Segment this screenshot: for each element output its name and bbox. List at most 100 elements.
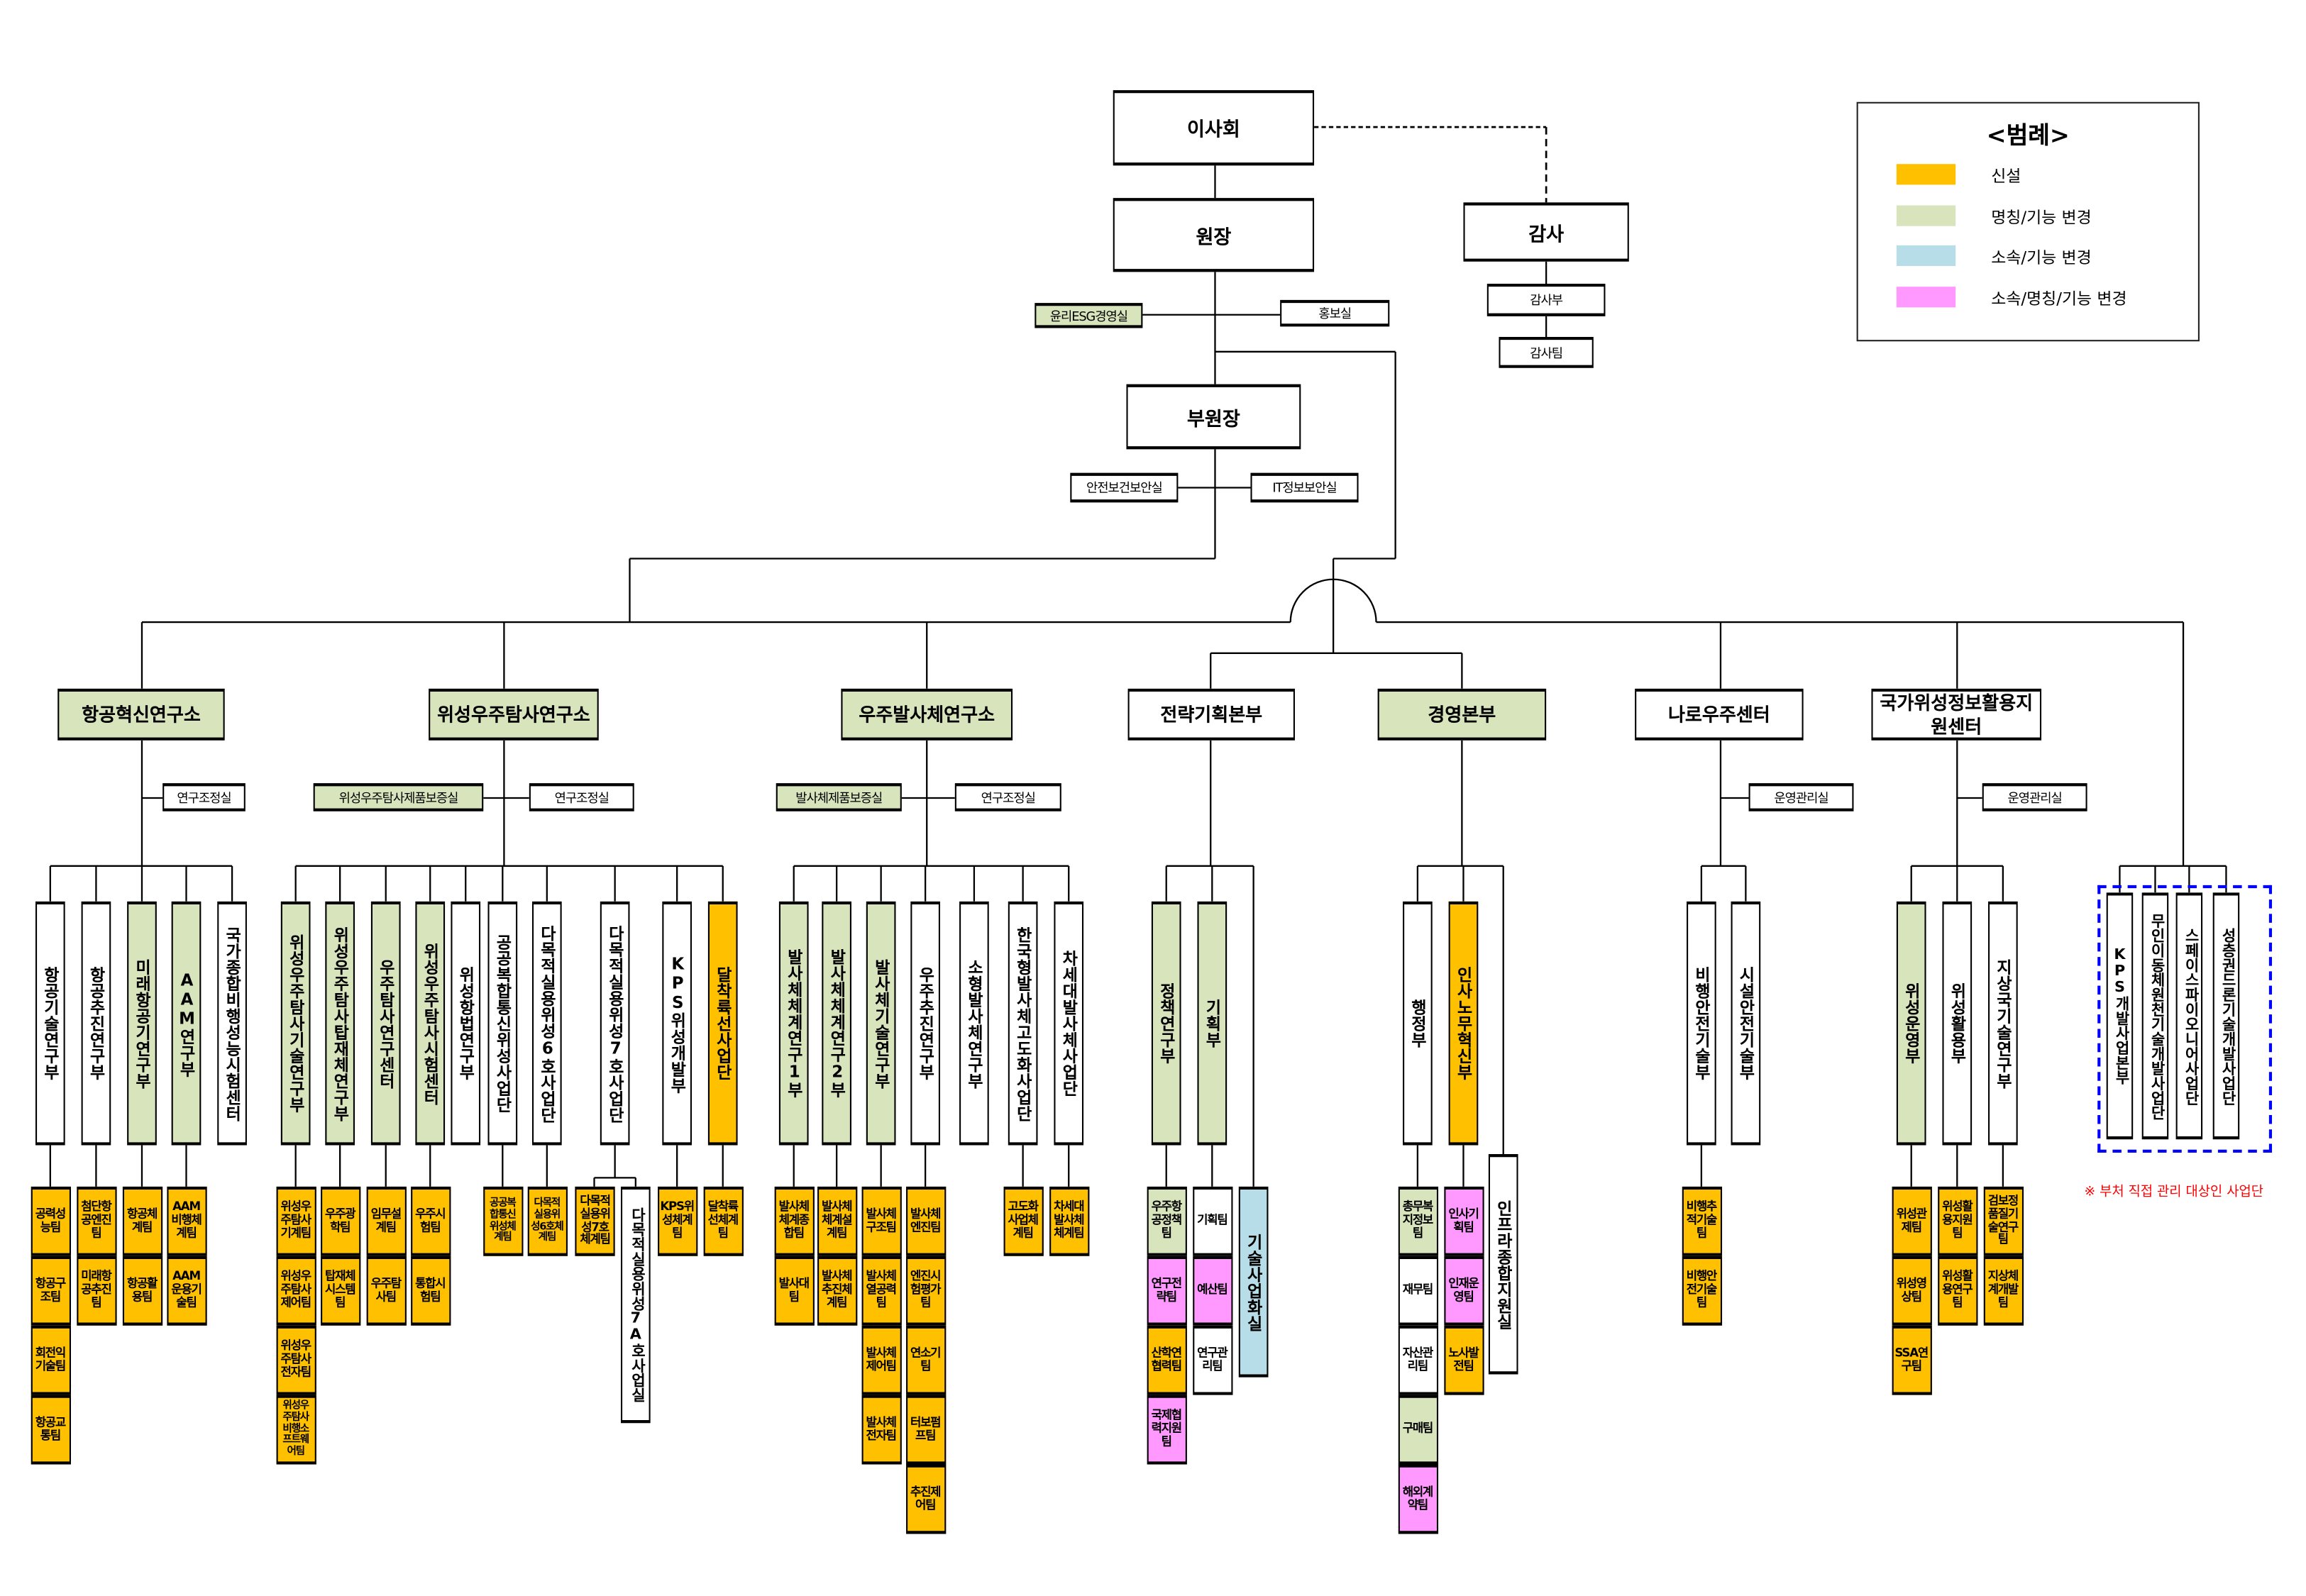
dept-box[interactable]: 정책연구부 [1151, 901, 1181, 1146]
team-box[interactable]: 임무설계팀 [365, 1186, 406, 1256]
division-box[interactable]: 우주발사체연구소 [841, 688, 1013, 741]
president-box[interactable]: 원장 [1113, 198, 1315, 272]
team-box[interactable]: 연소기팀 [905, 1325, 946, 1395]
unit-box[interactable]: 인프라종합지원실 [1488, 1154, 1518, 1375]
board-box[interactable]: 이사회 [1113, 90, 1315, 166]
staff-office-box[interactable]: 연구조정실 [529, 783, 634, 811]
team-box[interactable]: 재무팀 [1397, 1256, 1438, 1326]
team-box[interactable]: 달착륙선체계팀 [702, 1186, 743, 1256]
team-box[interactable]: 총무복지정보팀 [1397, 1186, 1438, 1256]
team-box[interactable]: AAM비행체계팀 [166, 1186, 206, 1256]
team-box[interactable]: 기획팀 [1192, 1186, 1232, 1256]
team-box[interactable]: 위성활용지원팀 [1937, 1186, 1977, 1256]
team-box[interactable]: 통합시험팀 [410, 1256, 451, 1326]
dept-box[interactable]: 다목적실용위성7호사업단 [600, 901, 630, 1146]
team-box[interactable]: 위성우주탐사기계팀 [275, 1186, 316, 1256]
dept-box[interactable]: 항공기술연구부 [35, 901, 65, 1146]
team-box[interactable]: 발사체구조팀 [861, 1186, 901, 1256]
team-box[interactable]: 항공활용팀 [121, 1256, 162, 1326]
team-box[interactable]: 자산관리팀 [1397, 1325, 1438, 1395]
staff-office-box[interactable]: 운영관리실 [1982, 783, 2087, 811]
dept-box[interactable]: 지상국기술연구부 [1988, 901, 2018, 1146]
team-box[interactable]: 발사체체계종합팀 [773, 1186, 814, 1256]
team-box[interactable]: 고도화사업체계팀 [1003, 1186, 1043, 1256]
ministry-direct-unit-box[interactable]: KPS개발사업본부 [2106, 892, 2134, 1140]
dept-box[interactable]: 인사노무혁신부 [1448, 901, 1479, 1146]
staff-office-box[interactable]: 운영관리실 [1748, 783, 1854, 811]
it-office-box[interactable]: IT정보보안실 [1250, 472, 1359, 503]
dept-box[interactable]: 공공복합통신위성사업단 [487, 901, 518, 1146]
team-box[interactable]: 연구관리팀 [1192, 1325, 1232, 1395]
team-box[interactable]: 추진제어팀 [905, 1464, 946, 1534]
team-box[interactable]: 위성활용연구팀 [1937, 1256, 1977, 1326]
team-box[interactable]: 비행추적기술팀 [1681, 1186, 1722, 1256]
ministry-direct-unit-box[interactable]: 성층권드론기술개발사업단 [2212, 892, 2240, 1140]
dept-box[interactable]: 위성운영부 [1896, 901, 1926, 1146]
team-box[interactable]: 인재운영팀 [1443, 1256, 1484, 1326]
team-box[interactable]: 차세대발사체체계팀 [1049, 1186, 1089, 1256]
team-box[interactable]: KPS위성체계팀 [657, 1186, 697, 1256]
dept-box[interactable]: 소형발사체연구부 [959, 901, 989, 1146]
division-box[interactable]: 위성우주탐사연구소 [429, 688, 599, 741]
team-box[interactable]: 우주항공정책팀 [1146, 1186, 1186, 1256]
audit-team-box[interactable]: 감사팀 [1499, 336, 1594, 368]
division-box[interactable]: 경영본부 [1377, 688, 1547, 741]
team-box[interactable]: 위성영상팀 [1891, 1256, 1931, 1326]
dept-box[interactable]: 항공추진연구부 [81, 901, 111, 1146]
team-box[interactable]: 항공체계팀 [121, 1186, 162, 1256]
team-box[interactable]: 연구전략팀 [1146, 1256, 1186, 1326]
team-box[interactable]: 다목적실용위성6호체계팀 [526, 1186, 567, 1256]
team-box[interactable]: 위성우주탐사비행소프트웨어팀 [275, 1395, 316, 1465]
dept-box[interactable]: 달착륙선사업단 [707, 901, 738, 1146]
team-box[interactable]: 발사체전자팀 [861, 1395, 901, 1465]
dept-box[interactable]: 차세대발사체사업단 [1054, 901, 1084, 1146]
team-box[interactable]: 국제협력지원팀 [1146, 1395, 1186, 1465]
sub-unit-box[interactable]: 다목적실용위성7A호사업실 [620, 1186, 651, 1424]
team-box[interactable]: 인사기획팀 [1443, 1186, 1484, 1256]
team-box[interactable]: 우주탐사팀 [365, 1256, 406, 1326]
team-box[interactable]: 탑재체시스템팀 [320, 1256, 360, 1326]
vice-president-box[interactable]: 부원장 [1126, 384, 1301, 450]
team-box[interactable]: 다목적실용위성7호체계팀 [575, 1186, 615, 1256]
dept-box[interactable]: 비행안전기술부 [1687, 901, 1716, 1146]
team-box[interactable]: 우주광학팀 [320, 1186, 360, 1256]
team-box[interactable]: 위성우주탐사제어팀 [275, 1256, 316, 1326]
team-box[interactable]: AAM운용기술팀 [166, 1256, 206, 1326]
team-box[interactable]: 우주시험팀 [410, 1186, 451, 1256]
dept-box[interactable]: 위성항법연구부 [451, 901, 481, 1146]
division-box[interactable]: 국가위성정보활용지원센터 [1871, 688, 2042, 741]
dept-box[interactable]: 위성우주탐사시험센터 [415, 901, 446, 1146]
division-box[interactable]: 항공혁신연구소 [57, 688, 225, 741]
dept-box[interactable]: 발사체기술연구부 [866, 901, 896, 1146]
ministry-direct-unit-box[interactable]: 스페이스파이오니어사업단 [2175, 892, 2203, 1140]
dept-box[interactable]: KPS위성개발부 [662, 901, 692, 1146]
auditor-box[interactable]: 감사 [1463, 202, 1629, 262]
dept-box[interactable]: 시설안전기술부 [1731, 901, 1761, 1146]
dept-box[interactable]: 다목적실용위성6호사업단 [531, 901, 562, 1146]
team-box[interactable]: 비행안전기술팀 [1681, 1256, 1722, 1326]
dept-box[interactable]: 위성우주탐사기술연구부 [280, 901, 311, 1146]
division-box[interactable]: 전략기획본부 [1127, 688, 1295, 741]
team-box[interactable]: 미래항공추진팀 [76, 1256, 116, 1326]
team-box[interactable]: 발사체엔진팀 [905, 1186, 946, 1256]
staff-office-box[interactable]: 연구조정실 [162, 783, 246, 811]
team-box[interactable]: 터보펌프팀 [905, 1395, 946, 1465]
team-box[interactable]: 위성관제팀 [1891, 1186, 1931, 1256]
dept-box[interactable]: 발사체체계연구1부 [778, 901, 809, 1146]
pr-office-box[interactable]: 홍보실 [1280, 299, 1390, 327]
unit-box[interactable]: 기술사업화실 [1238, 1186, 1269, 1378]
division-box[interactable]: 나로우주센터 [1635, 688, 1804, 741]
dept-box[interactable]: 행정부 [1403, 901, 1433, 1146]
team-box[interactable]: 예산팀 [1192, 1256, 1232, 1326]
team-box[interactable]: 발사체열공력팀 [861, 1256, 901, 1326]
safety-office-box[interactable]: 안전보건보안실 [1070, 472, 1179, 503]
dept-box[interactable]: 위성활용부 [1942, 901, 1973, 1146]
team-box[interactable]: 구매팀 [1397, 1395, 1438, 1465]
dept-box[interactable]: 한국형발사체고도화사업단 [1008, 901, 1038, 1146]
staff-office-box[interactable]: 위성우주탐사제품보증실 [313, 783, 484, 811]
ethics-office-box[interactable]: 윤리ESG경영실 [1035, 303, 1143, 328]
team-box[interactable]: 해외계약팀 [1397, 1464, 1438, 1534]
team-box[interactable]: 첨단항공엔진팀 [76, 1186, 116, 1256]
team-box[interactable]: 위성우주탐사전자팀 [275, 1325, 316, 1395]
dept-box[interactable]: 우주탐사연구센터 [370, 901, 401, 1146]
